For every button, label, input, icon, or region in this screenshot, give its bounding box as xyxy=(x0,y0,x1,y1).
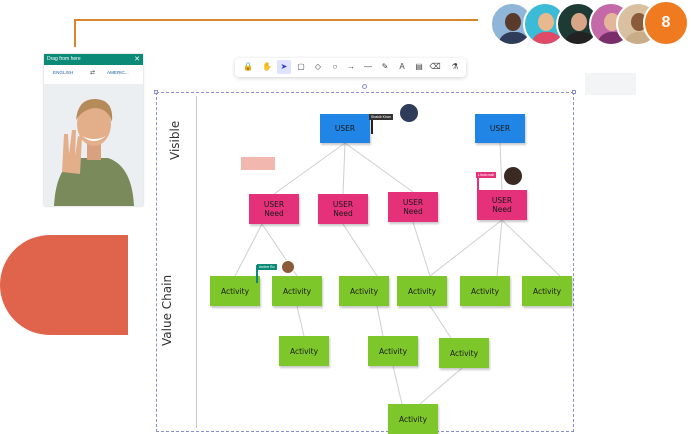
library-icon[interactable]: ⚗ xyxy=(451,62,459,71)
activity-sticky[interactable]: Activity xyxy=(460,276,510,306)
activity-sticky[interactable]: Activity xyxy=(210,276,260,306)
diamond-icon[interactable]: ◇ xyxy=(314,62,322,71)
cursor-name-tag: Linda mali xyxy=(476,172,496,178)
swap-icon[interactable]: ⇄ xyxy=(90,70,96,76)
user-need-sticky[interactable]: USER Need xyxy=(249,194,299,224)
user-need-sticky[interactable]: USER Need xyxy=(388,192,438,222)
participant-avatar[interactable] xyxy=(556,2,600,46)
activity-sticky[interactable]: Activity xyxy=(272,276,322,306)
translation-panel[interactable]: Drag from here ✕ ENGLISH ⇄ AMERIC... xyxy=(44,54,143,206)
ellipse-icon[interactable]: ○ xyxy=(332,62,338,71)
connector-line-vertical xyxy=(74,19,76,47)
target-language-select[interactable]: AMERIC... xyxy=(107,70,129,75)
activity-sticky[interactable]: Activity xyxy=(279,336,329,366)
panel-title: Drag from here xyxy=(47,56,81,62)
activity-sticky[interactable]: Activity xyxy=(439,338,489,368)
cursor-name-tag: Shakib Khan xyxy=(369,114,393,120)
panel-drag-handle[interactable]: Drag from here ✕ xyxy=(44,54,143,65)
participant-avatar[interactable] xyxy=(523,2,567,46)
image-icon[interactable]: ▤ xyxy=(415,62,423,71)
person-video-image xyxy=(44,84,143,206)
cursor-caret xyxy=(371,118,373,134)
line-icon[interactable]: — xyxy=(364,62,372,71)
user-sticky[interactable]: USER xyxy=(475,114,525,143)
language-selector: ENGLISH ⇄ AMERIC... xyxy=(44,68,143,78)
arrow-icon[interactable]: → xyxy=(347,62,355,71)
sticky-note-blank[interactable] xyxy=(241,157,275,170)
activity-sticky[interactable]: Activity xyxy=(368,336,418,366)
user-sticky[interactable]: USER xyxy=(320,114,370,143)
cursor-name-tag: Amber Bo xyxy=(257,264,277,270)
pencil-icon[interactable]: ✎ xyxy=(381,62,389,71)
text-icon[interactable]: A xyxy=(399,62,405,71)
close-icon[interactable]: ✕ xyxy=(134,56,140,63)
cursor-caret xyxy=(477,174,479,190)
lock-icon[interactable]: 🔒 xyxy=(243,62,253,71)
activity-sticky[interactable]: Activity xyxy=(522,276,572,306)
video-feed xyxy=(44,84,143,206)
cursor-avatar xyxy=(281,260,295,274)
drawing-toolbar: 🔒 ✋ ➤ ▢ ◇ ○ → — ✎ A ▤ ⌫ ⚗ xyxy=(235,58,466,77)
cursor-avatar xyxy=(503,166,523,186)
axis-divider-line xyxy=(196,96,197,428)
eraser-icon[interactable]: ⌫ xyxy=(429,62,441,71)
resize-handle[interactable] xyxy=(572,90,576,94)
user-need-sticky[interactable]: USER Need xyxy=(318,194,368,224)
resize-handle[interactable] xyxy=(154,90,158,94)
decorative-shape xyxy=(0,235,128,335)
cursor-avatar xyxy=(399,103,419,123)
connector-line xyxy=(74,19,478,21)
cursor-caret xyxy=(256,265,258,283)
activity-sticky[interactable]: Activity xyxy=(339,276,389,306)
user-need-sticky[interactable]: USER Need xyxy=(477,190,527,220)
hand-icon[interactable]: ✋ xyxy=(262,62,272,71)
rotate-handle[interactable] xyxy=(362,84,367,89)
pointer-icon[interactable]: ➤ xyxy=(277,60,291,74)
participant-count-badge[interactable]: 8 xyxy=(643,0,689,46)
source-language-select[interactable]: ENGLISH xyxy=(53,70,74,75)
rectangle-icon[interactable]: ▢ xyxy=(297,62,305,71)
activity-sticky[interactable]: Activity xyxy=(388,404,438,434)
placeholder-box xyxy=(585,73,636,95)
activity-sticky[interactable]: Activity xyxy=(397,276,447,306)
